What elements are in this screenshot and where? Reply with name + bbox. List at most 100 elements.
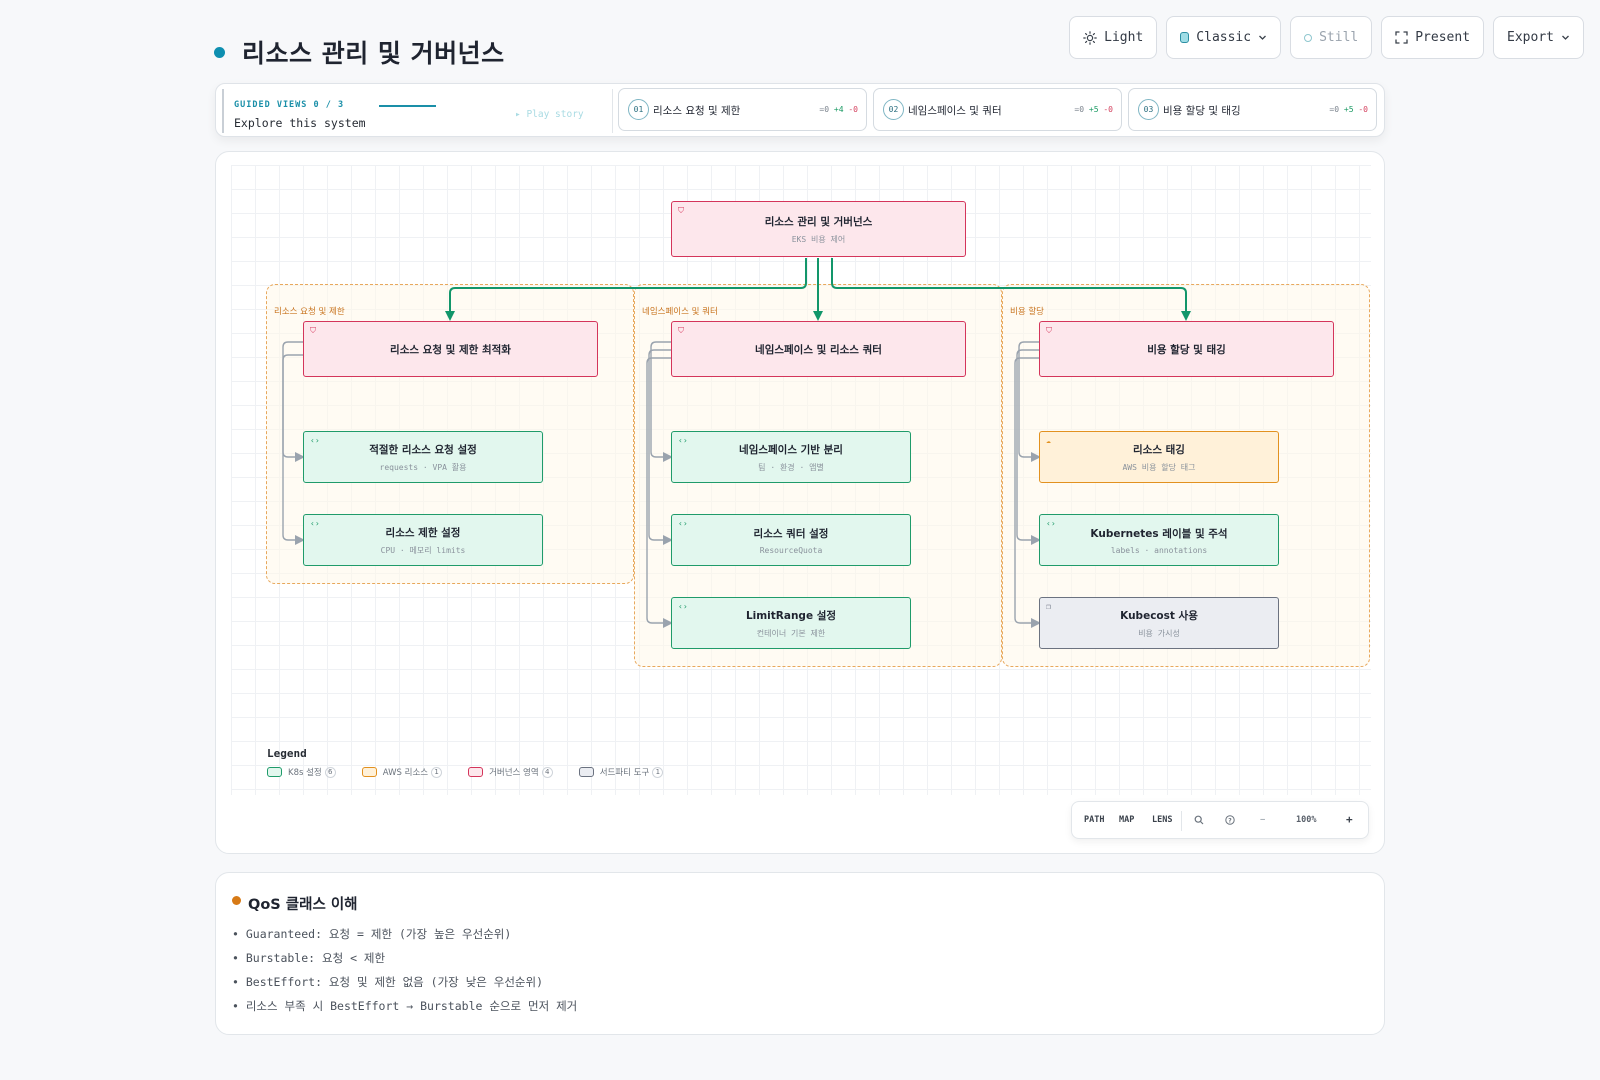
edge-g2-head-to-c3 [646,357,673,628]
list-item: • BestEffort: 요청 및 제한 없음 (가장 낮은 우선순위) [232,975,544,989]
page-header: 리소스 관리 및 거버넌스 [214,34,505,70]
node-root[interactable]: ⛉ 리소스 관리 및 거버넌스 EKS 비용 제어 [671,201,966,257]
light-mode-button[interactable]: Light [1069,16,1158,59]
node-title: 리소스 요청 및 제한 최적화 [390,343,511,356]
qos-title: QoS 클래스 이해 [248,897,358,913]
list-item: • 리소스 부족 시 BestEffort → Burstable 순으로 먼저… [232,999,578,1013]
story-card-3[interactable]: 03 비용 할당 및 태깅 =0 +5 -0 [1128,88,1377,131]
legend: Legend K8s 설정 6 AWS 리소스 1 거버넌스 영역 4 서드파티… [267,747,689,778]
lens-mode-button[interactable]: LENS [1152,815,1173,825]
code-icon: ‹› [678,519,688,528]
story-title: 네임스페이스 및 쿼터 [908,105,1002,117]
help-icon[interactable]: ? [1225,815,1235,825]
legend-title: Legend [267,747,307,760]
edge-g1-head-to-c1 [282,341,305,462]
node-limitrange[interactable]: ‹› LimitRange 설정 컨테이너 기본 제한 [671,597,911,649]
node-title: 리소스 쿼터 설정 [753,527,829,540]
node-title: 리소스 제한 설정 [385,526,461,539]
page-title: 리소스 관리 및 거버넌스 [242,39,505,68]
search-icon[interactable] [1194,815,1204,825]
zoom-in-button[interactable]: + [1346,813,1353,826]
legend-items: K8s 설정 6 AWS 리소스 1 거버넌스 영역 4 서드파티 도구 1 [267,766,689,778]
legend-item-thirdparty[interactable]: 서드파티 도구 1 [578,766,664,778]
node-subtitle: labels · annotations [1110,545,1208,555]
edge-g3-head-to-c3 [1014,357,1041,628]
guided-intro: GUIDED VIEWS 0 / 3 Explore this system ▸… [222,89,606,133]
story-diff: =0 +5 -0 [1074,105,1113,114]
node-group2-head[interactable]: ⛉ 네임스페이스 및 리소스 쿼터 [671,321,966,377]
qos-panel: QoS 클래스 이해 • Guaranteed: 요청 = 제한 (가장 높은 … [215,872,1385,1035]
node-subtitle: 비용 가시성 [1138,628,1180,638]
story-diff: =0 +5 -0 [1329,105,1368,114]
title-dot [214,46,225,58]
node-labels-annotations[interactable]: ‹› Kubernetes 레이블 및 주석 labels · annotati… [1039,514,1279,566]
story-card-2[interactable]: 02 네임스페이스 및 쿼터 =0 +5 -0 [873,88,1122,131]
edge-g3-head-to-c2 [1016,349,1041,545]
legend-count: 1 [431,766,443,778]
legend-item-aws[interactable]: AWS 리소스 1 [361,766,443,778]
shield-icon: ⛉ [310,326,316,335]
theme-select[interactable]: Classic [1166,16,1282,59]
legend-label: AWS 리소스 [382,768,429,778]
fullscreen-icon [1395,31,1408,44]
node-title: 네임스페이스 및 리소스 쿼터 [755,343,882,356]
light-mode-label: Light [1104,30,1144,45]
map-mode-button[interactable]: MAP [1119,815,1135,825]
svg-text:?: ? [1228,817,1232,824]
guided-views-bar: GUIDED VIEWS 0 / 3 Explore this system ▸… [215,83,1385,137]
shield-icon: ⛉ [1046,326,1052,335]
node-namespace-isolation[interactable]: ‹› 네임스페이스 기반 분리 팀 · 환경 · 앱별 [671,431,911,483]
node-title: 비용 할당 및 태깅 [1147,343,1226,356]
legend-label: 서드파티 도구 [599,768,650,778]
node-subtitle: 팀 · 환경 · 앱별 [758,462,824,472]
box-icon: ❐ [1046,602,1051,611]
guided-views-label: GUIDED VIEWS 0 / 3 [234,100,345,110]
shield-icon: ⛉ [678,326,684,335]
code-icon: ‹› [310,436,320,445]
list-item: • Burstable: 요청 < 제한 [232,951,386,965]
node-title: 리소스 태깅 [1133,443,1185,456]
node-title: 네임스페이스 기반 분리 [739,443,843,456]
story-number: 01 [628,99,649,120]
present-label: Present [1415,30,1471,45]
motion-toggle-button[interactable]: Still [1290,16,1373,59]
node-subtitle: EKS 비용 제어 [791,234,846,244]
qos-dot [232,896,241,905]
legend-item-governance[interactable]: 거버넌스 영역 4 [468,766,553,778]
node-title: Kubecost 사용 [1120,609,1198,622]
legend-item-k8s[interactable]: K8s 설정 6 [267,766,336,778]
node-group3-head[interactable]: ⛉ 비용 할당 및 태깅 [1039,321,1334,377]
export-button[interactable]: Export [1493,16,1584,59]
node-subtitle: CPU · 메모리 limits [380,545,466,555]
chevron-down-icon [1562,35,1569,40]
legend-count: 1 [652,766,664,778]
code-icon: ‹› [310,519,320,528]
theme-label: Classic [1196,30,1252,45]
zoom-out-button[interactable]: − [1260,815,1266,825]
group-label: 네임스페이스 및 쿼터 [642,307,718,317]
story-diff: =0 +4 -0 [819,105,858,114]
node-resource-tagging[interactable]: ☁ 리소스 태깅 AWS 비용 할당 태그 [1039,431,1279,483]
node-requests[interactable]: ‹› 적절한 리소스 요청 설정 requests · VPA 활용 [303,431,543,483]
edge-root-to-group3 [831,258,1191,321]
story-number: 02 [883,99,904,120]
node-limits[interactable]: ‹› 리소스 제한 설정 CPU · 메모리 limits [303,514,543,566]
story-card-1[interactable]: 01 리소스 요청 및 제한 =0 +4 -0 [618,88,867,131]
story-title: 비용 할당 및 태깅 [1163,105,1241,117]
node-resource-quota[interactable]: ‹› 리소스 쿼터 설정 ResourceQuota [671,514,911,566]
path-mode-button[interactable]: PATH [1084,815,1105,825]
present-button[interactable]: Present [1381,16,1485,59]
group-label: 리소스 요청 및 제한 [274,307,345,317]
toolbar: Light Classic Still Present Export [1069,16,1584,59]
theme-swatch-icon [1180,32,1190,43]
code-icon: ‹› [678,602,688,611]
node-title: 리소스 관리 및 거버넌스 [764,215,873,228]
node-kubecost[interactable]: ❐ Kubecost 사용 비용 가시성 [1039,597,1279,649]
node-group1-head[interactable]: ⛉ 리소스 요청 및 제한 최적화 [303,321,598,377]
play-story-button[interactable]: ▸ Play story [515,109,584,120]
qos-list: • Guaranteed: 요청 = 제한 (가장 높은 우선순위) • Bur… [232,925,577,1021]
zoom-level: 100% [1296,815,1317,825]
node-subtitle: AWS 비용 할당 태그 [1122,462,1196,472]
divider [1181,811,1182,831]
